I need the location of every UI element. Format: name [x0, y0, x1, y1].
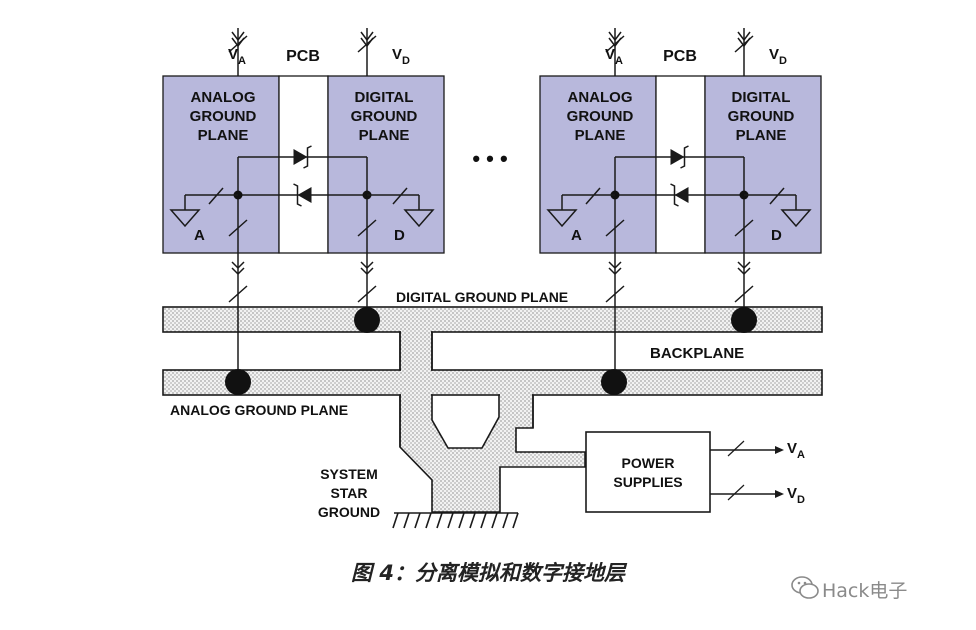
analog-plane-right-line-2: GROUND	[567, 108, 634, 125]
left-diode-lower	[297, 187, 312, 203]
output-va-label: VA	[787, 440, 805, 461]
watermark-text: Hack电子	[822, 580, 908, 602]
ellipsis-label: • • •	[472, 146, 507, 171]
digital-plane-left-line-2: GROUND	[351, 108, 418, 125]
pcb-label-right: PCB	[663, 48, 697, 65]
right-diode-upper	[670, 149, 685, 165]
board-wiring	[169, 28, 812, 370]
backplane-structure	[162, 306, 823, 513]
analog-plane-left-line-2: GROUND	[190, 108, 257, 125]
right-digital-ground-icon	[780, 209, 812, 228]
digital-plane-right-line-2: GROUND	[728, 108, 795, 125]
analog-plane-left-line-3: PLANE	[198, 127, 249, 144]
analog-connection-dot-right	[601, 369, 627, 395]
left-analog-ground-icon	[169, 209, 201, 228]
digital-plane-left-line-1: DIGITAL	[355, 89, 414, 106]
vd-label-right: VD	[769, 46, 787, 67]
digital-ground-plane-bar	[162, 306, 823, 333]
backplane-label: BACKPLANE	[650, 345, 744, 362]
right-analog-ground-icon	[546, 209, 578, 228]
digital-ground-plane-label: DIGITAL GROUND PLANE	[396, 289, 568, 305]
analog-plane-right-line-1: ANALOG	[568, 89, 633, 106]
d-label-right: D	[771, 227, 782, 244]
analog-plane-left-line-1: ANALOG	[191, 89, 256, 106]
digital-connection-dot-left	[354, 307, 380, 333]
digital-plane-right-line-3: PLANE	[736, 127, 787, 144]
d-label-left: D	[394, 227, 405, 244]
power-supplies-line-2: SUPPLIES	[613, 474, 682, 490]
digital-plane-left-line-3: PLANE	[359, 127, 410, 144]
pcb-board-left	[162, 75, 445, 254]
a-label-right: A	[571, 227, 582, 244]
a-label-left: A	[194, 227, 205, 244]
star-trunk	[399, 331, 586, 513]
va-label-right: VA	[605, 46, 623, 67]
star-ground-line-2: STAR	[330, 485, 367, 501]
vd-label-left: VD	[392, 46, 410, 67]
star-ground-line-1: SYSTEM	[320, 466, 378, 482]
right-diode-lower	[674, 187, 689, 203]
digital-connection-dot-right	[731, 307, 757, 333]
wechat-icon	[791, 576, 819, 599]
star-ground-line-3: GROUND	[318, 504, 380, 520]
figure-caption: 图 4：分离模拟和数字接地层	[351, 561, 625, 585]
left-digital-ground-icon	[403, 209, 435, 228]
power-supplies-block: POWER SUPPLIES VA VD	[585, 431, 805, 513]
analog-ground-plane-bar	[162, 369, 823, 396]
power-supplies-line-1: POWER	[622, 455, 675, 471]
digital-plane-right-line-1: DIGITAL	[732, 89, 791, 106]
star-ground-symbol	[392, 512, 519, 529]
pcb-label-left: PCB	[286, 48, 320, 65]
va-label-left: VA	[228, 46, 246, 67]
left-diode-upper	[293, 149, 308, 165]
analog-ground-plane-label: ANALOG GROUND PLANE	[170, 402, 348, 418]
analog-plane-right-line-3: PLANE	[575, 127, 626, 144]
analog-connection-dot-left	[225, 369, 251, 395]
output-vd-label: VD	[787, 485, 805, 506]
